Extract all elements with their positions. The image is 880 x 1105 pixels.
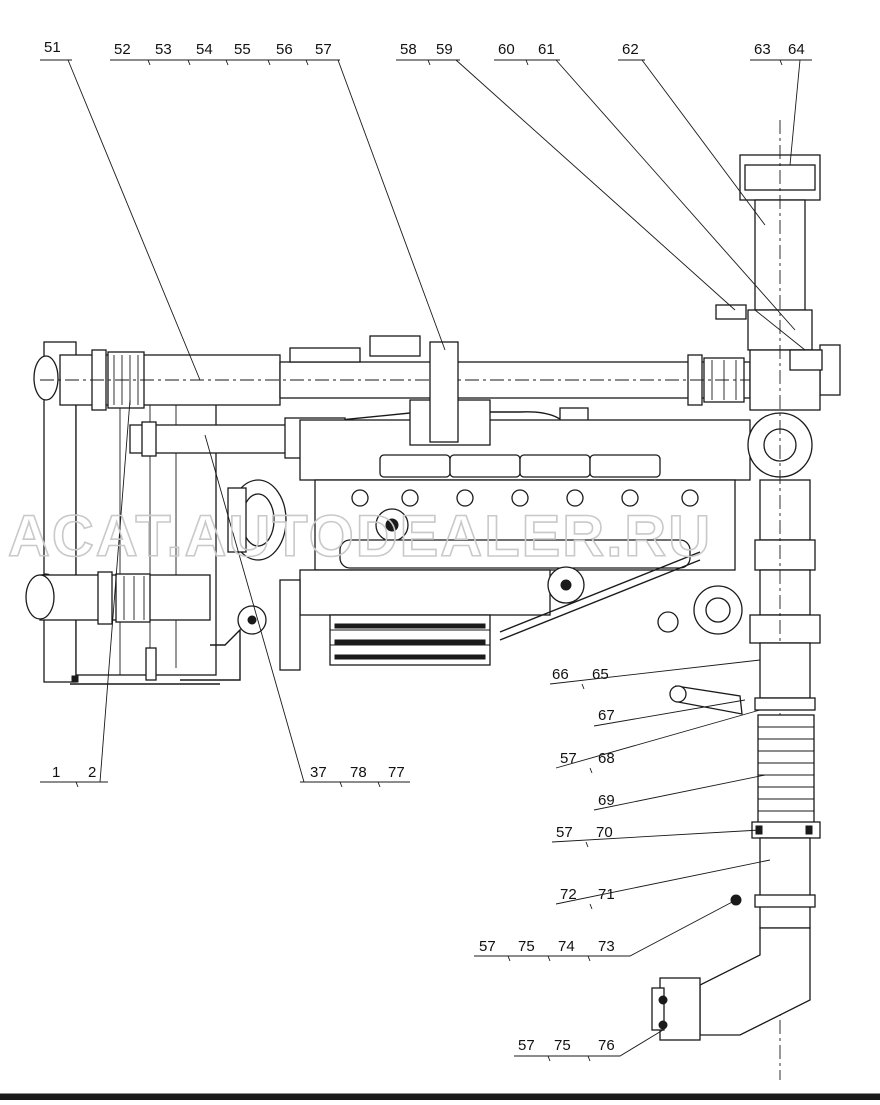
callout-labels: 51 52 53 54 55 56 57 58 59 60 61 62 63 6… xyxy=(44,39,805,1054)
watermark-text: ACAT.AUTODEALER.RU xyxy=(8,504,712,569)
callout-75-a: 75 xyxy=(518,938,535,955)
callout-57-d: 57 xyxy=(479,938,496,955)
callout-62: 62 xyxy=(622,41,639,58)
callout-78: 78 xyxy=(350,764,367,781)
callout-51: 51 xyxy=(44,39,61,56)
leader-lines xyxy=(67,59,801,783)
callout-67: 67 xyxy=(598,707,615,724)
engine-block xyxy=(227,335,751,671)
callout-57-b: 57 xyxy=(560,750,577,767)
callout-77: 77 xyxy=(388,764,405,781)
callout-64: 64 xyxy=(788,41,805,58)
label-brackets xyxy=(40,59,812,1062)
bottom-border xyxy=(0,1093,880,1101)
callout-76: 76 xyxy=(598,1037,615,1054)
callout-55: 55 xyxy=(234,41,251,58)
callout-69: 69 xyxy=(598,792,615,809)
callout-52: 52 xyxy=(114,41,131,58)
callout-61: 61 xyxy=(538,41,555,58)
upper-air-pipe xyxy=(40,349,830,411)
callout-74: 74 xyxy=(558,938,575,955)
callout-57-c: 57 xyxy=(556,824,573,841)
callout-66: 66 xyxy=(552,666,569,683)
callout-63: 63 xyxy=(754,41,771,58)
callout-57-top: 57 xyxy=(315,41,332,58)
callout-37: 37 xyxy=(310,764,327,781)
callout-65: 65 xyxy=(592,666,609,683)
callout-54: 54 xyxy=(196,41,213,58)
callout-1: 1 xyxy=(52,764,60,781)
callout-70: 70 xyxy=(596,824,613,841)
lower-radiator-hose xyxy=(25,571,241,681)
callout-59: 59 xyxy=(436,41,453,58)
callout-53: 53 xyxy=(155,41,172,58)
callout-56: 56 xyxy=(276,41,293,58)
callout-57-e: 57 xyxy=(518,1037,535,1054)
callout-2: 2 xyxy=(88,764,96,781)
turbo-exhaust-system xyxy=(651,120,841,1080)
callout-73: 73 xyxy=(598,938,615,955)
callout-75-b: 75 xyxy=(554,1037,571,1054)
callout-58: 58 xyxy=(400,41,417,58)
callout-72: 72 xyxy=(560,886,577,903)
callout-68: 68 xyxy=(598,750,615,767)
callout-60: 60 xyxy=(498,41,515,58)
callout-71: 71 xyxy=(598,886,615,903)
